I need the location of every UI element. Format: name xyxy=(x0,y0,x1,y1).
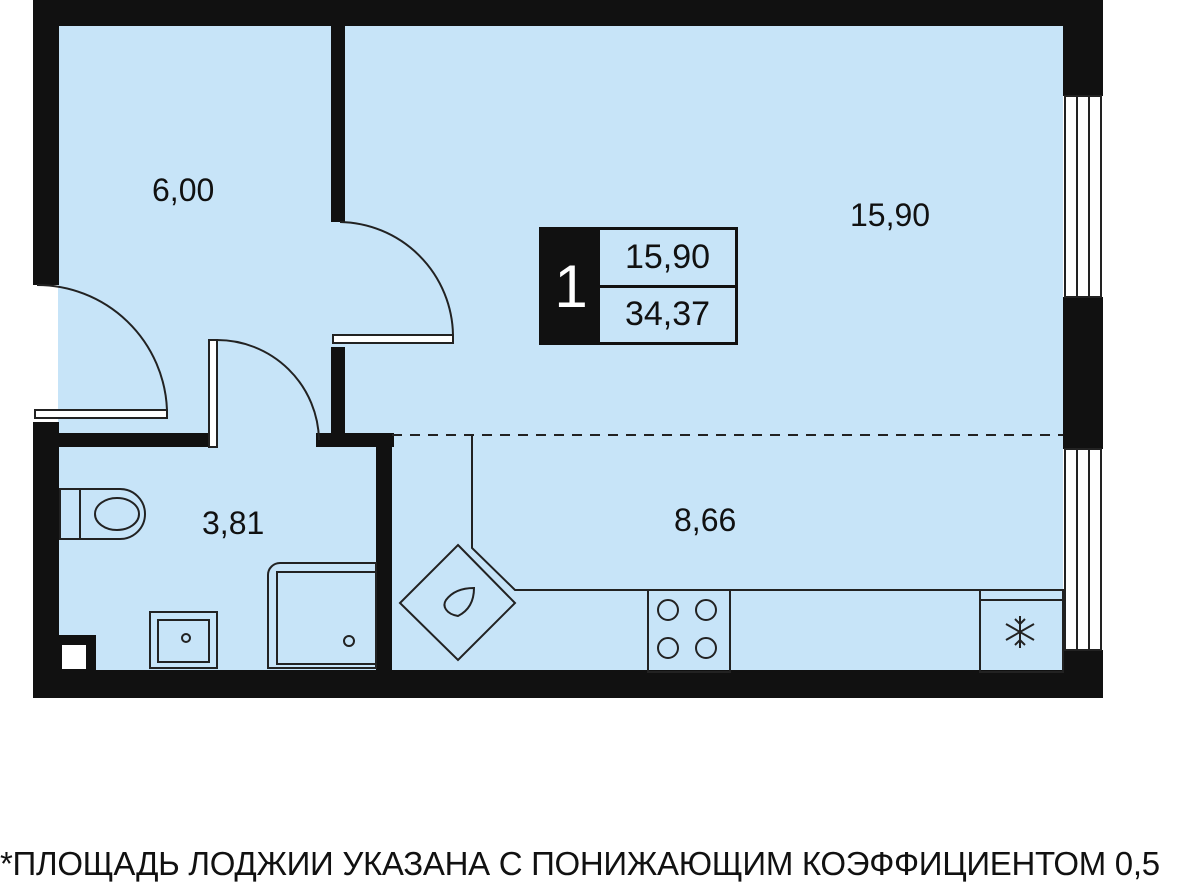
bathroom-sink xyxy=(149,611,218,669)
entrance-door xyxy=(34,284,168,419)
room-count: 1 xyxy=(542,230,600,342)
toilet xyxy=(59,488,146,540)
apartment-badge: 1 15,90 34,37 xyxy=(539,227,738,345)
hallway-area-label: 6,00 xyxy=(152,172,215,208)
outer-walls xyxy=(33,0,1103,698)
snowflake-icon xyxy=(1005,616,1035,648)
floor-area xyxy=(58,26,1063,672)
fridge xyxy=(979,589,1064,673)
living-room-door xyxy=(332,221,454,344)
badge-total-area: 34,37 xyxy=(624,294,711,333)
utility-shaft xyxy=(58,635,96,672)
badge-living-area: 15,90 xyxy=(600,230,735,288)
loggia-footnote: *ПЛОЩАДЬ ЛОДЖИИ УКАЗАНА С ПОНИЖАЮЩИМ КОЭ… xyxy=(0,845,1160,882)
bathroom-door xyxy=(208,339,320,448)
kitchen-counter xyxy=(471,435,1063,591)
stove xyxy=(647,589,731,673)
shower-tray xyxy=(267,562,377,669)
interior-walls xyxy=(58,26,394,673)
kitchen-sink xyxy=(398,543,517,662)
window-upper xyxy=(1064,95,1102,298)
window-lower xyxy=(1064,448,1102,651)
living-room-area-label: 15,90 xyxy=(850,197,931,233)
bathroom-area-label: 3,81 xyxy=(202,505,265,541)
kitchen-area-label: 8,66 xyxy=(674,502,737,538)
